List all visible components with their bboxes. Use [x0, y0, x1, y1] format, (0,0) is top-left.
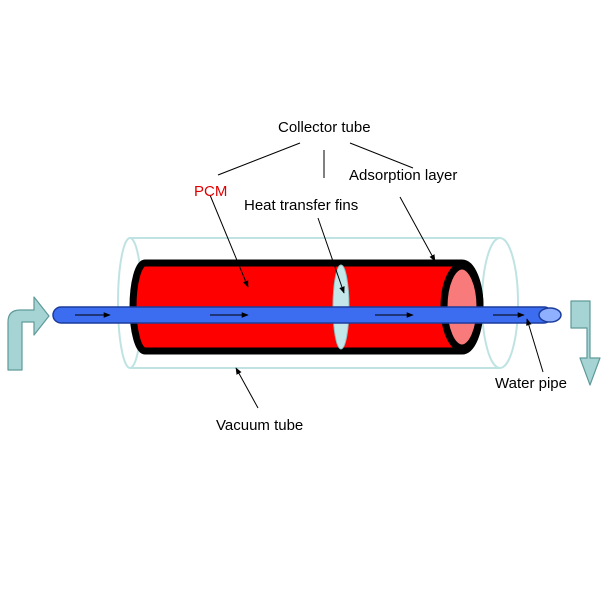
collector-tube-leader-right — [349, 142, 414, 169]
pcm-label: PCM — [194, 183, 227, 200]
water-pipe-leader — [526, 318, 544, 373]
curved-inlet-arrow-icon — [7, 296, 50, 371]
vacuum-tube-label: Vacuum tube — [216, 417, 303, 434]
collector-tube-label: Collector tube — [278, 119, 371, 136]
heat-transfer-fins-label: Heat transfer fins — [244, 197, 358, 214]
water-pipe-end — [538, 307, 562, 323]
water-pipe-body — [52, 306, 553, 324]
down-outlet-arrow-icon — [570, 300, 601, 386]
leader-lines — [209, 142, 544, 409]
vacuum-tube-body — [130, 237, 500, 369]
adsorption-layer-leader — [399, 196, 436, 262]
adsorption-layer-label: Adsorption layer — [349, 167, 457, 184]
water-pipe — [52, 306, 562, 324]
fins-leader — [317, 217, 345, 294]
water-pipe-label: Water pipe — [495, 375, 567, 392]
collector-tube-leader-left — [217, 142, 301, 176]
vacuum-tube-right-end — [481, 237, 519, 369]
pcm-leader — [209, 194, 249, 288]
vacuum-tube-leader — [235, 367, 259, 409]
